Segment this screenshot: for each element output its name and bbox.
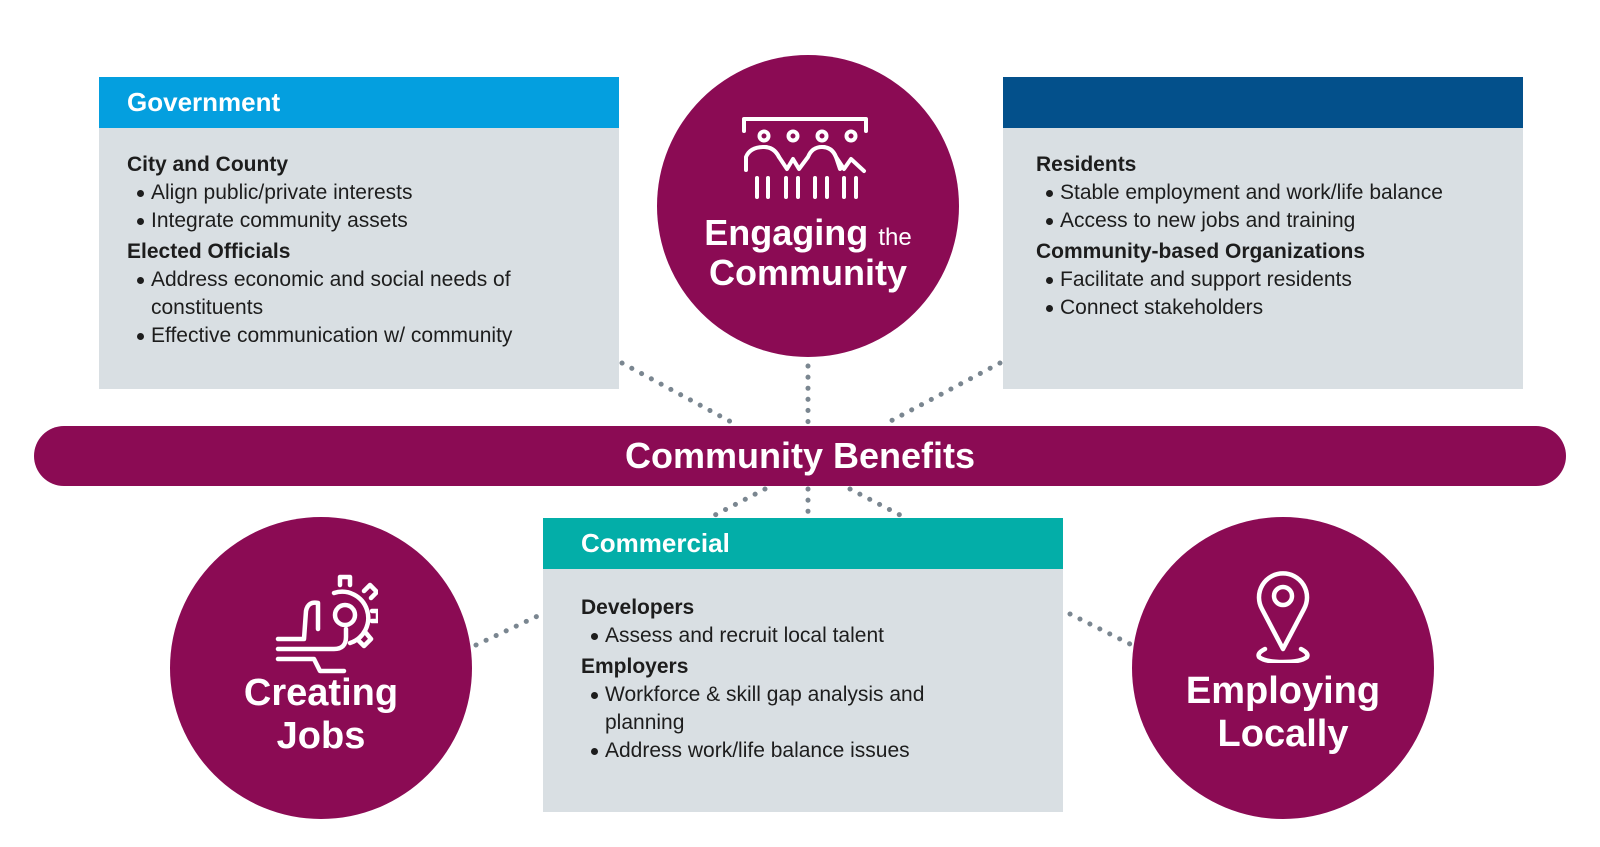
employing-label: Employing Locally — [1132, 670, 1434, 755]
bullet-item: Integrate community assets — [137, 207, 591, 235]
group-title: City and County — [127, 153, 288, 176]
bullet-item: Connect stakeholders — [1046, 294, 1495, 322]
connector-government-band — [619, 360, 738, 427]
bullet-item: Effective communication w/ community — [137, 322, 591, 350]
engaging-label-line2: Community — [709, 252, 907, 294]
government-panel: Government City and County Align public/… — [99, 77, 619, 389]
bullet-item: Access to new jobs and training — [1046, 207, 1495, 235]
employing-locally-circle: Employing Locally — [1132, 517, 1434, 819]
bullet-item: Address economic and social needs of con… — [137, 266, 511, 322]
commercial-panel-header: Commercial — [543, 518, 1063, 569]
band-label: Community Benefits — [624, 435, 976, 476]
connector-community-band — [882, 360, 1003, 427]
creating-label-line2: Jobs — [276, 714, 366, 757]
creating-jobs-circle: Creating Jobs — [170, 517, 472, 819]
community-panel: Residents Stable employment and work/lif… — [1003, 77, 1523, 389]
bullet-item: Align public/private interests — [137, 179, 591, 207]
engaging-label-small: the — [878, 224, 912, 251]
government-panel-body: City and County Align public/private int… — [99, 128, 619, 350]
group-title: Employers — [581, 655, 689, 678]
government-panel-header: Government — [99, 77, 619, 128]
connector-band-commercial-right — [847, 486, 903, 518]
connector-creating-commercial — [473, 611, 545, 648]
bullet-item: Assess and recruit local talent — [591, 622, 1035, 650]
community-panel-header — [1003, 77, 1523, 128]
group-title: Developers — [581, 596, 695, 619]
employing-label-line1: Employing — [1185, 670, 1381, 712]
creating-label: Creating Jobs — [170, 672, 472, 757]
bullet-list: Stable employment and work/life balance … — [1036, 179, 1495, 235]
engaging-label-main: Engaging — [704, 212, 869, 253]
group-title: Residents — [1036, 153, 1137, 176]
bullet-list: Address economic and social needs of con… — [127, 266, 591, 350]
connector-band-commercial-left — [712, 486, 768, 518]
bullet-list: Workforce & skill gap analysis and plann… — [581, 681, 1035, 765]
community-panel-body: Residents Stable employment and work/lif… — [1003, 128, 1523, 322]
group-title: Community-based Organizations — [1036, 240, 1366, 263]
bullet-list: Facilitate and support residents Connect… — [1036, 266, 1495, 322]
location-pin-icon — [1256, 571, 1310, 663]
group-title: Elected Officials — [127, 240, 291, 263]
commercial-panel: Commercial Developers Assess and recruit… — [543, 518, 1063, 812]
bullet-item: Address work/life balance issues — [591, 737, 1035, 765]
connector-commercial-employing — [1067, 611, 1135, 648]
employing-label-line2: Locally — [1217, 712, 1349, 755]
bullet-item: Facilitate and support residents — [1046, 266, 1495, 294]
engaging-label: Engaging the Community — [657, 212, 959, 294]
bullet-item: Stable employment and work/life balance — [1046, 179, 1495, 207]
commercial-panel-body: Developers Assess and recruit local tale… — [543, 569, 1063, 765]
creating-label-line1: Creating — [243, 672, 399, 714]
group-of-people-icon — [742, 117, 868, 199]
bullet-item: Workforce & skill gap analysis and plann… — [591, 681, 945, 737]
engaging-community-circle: Engaging the Community — [657, 55, 959, 357]
bullet-list: Align public/private interests Integrate… — [127, 179, 591, 235]
community-benefits-band: Community Benefits — [34, 426, 1566, 486]
hand-gear-icon — [275, 574, 378, 674]
bullet-list: Assess and recruit local talent — [581, 622, 1035, 650]
